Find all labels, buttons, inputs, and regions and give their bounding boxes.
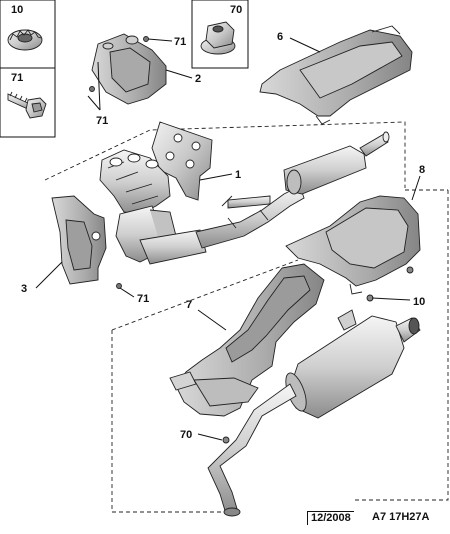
inset-box-71-bolt [0, 67, 56, 138]
bolt-icon [7, 91, 47, 119]
callout-71-left: 71 [96, 115, 108, 127]
nut-70-bottom [222, 436, 230, 444]
exhaust-manifold [99, 149, 171, 215]
screw-71-left [89, 86, 95, 92]
callout-6: 6 [277, 31, 283, 43]
callout-70-box: 70 [230, 4, 242, 16]
screw-71-bottom [116, 283, 122, 289]
reference-date: 12/2008 [307, 511, 354, 525]
callout-71-top: 71 [174, 36, 186, 48]
nut-10-right [366, 266, 414, 302]
callout-labels: 10 71 70 71 71 2 6 1 8 3 71 10 7 70 [11, 4, 425, 441]
callout-10-right: 10 [413, 296, 425, 308]
reference-code: A7 17H27A [372, 511, 430, 523]
callout-7: 7 [186, 299, 192, 311]
flange-nut-icon [200, 21, 236, 55]
part-1-gasket [151, 121, 213, 201]
callout-10-box: 10 [11, 4, 23, 16]
tail-pipe [207, 383, 297, 517]
rear-silencer [285, 309, 421, 419]
callout-2: 2 [195, 73, 201, 85]
part-8-heat-shield [285, 195, 421, 295]
part-2-manifold-heat-shield [91, 33, 167, 105]
callout-8: 8 [419, 164, 425, 176]
callout-3: 3 [21, 283, 27, 295]
serrated-nut-icon [7, 29, 43, 51]
callout-1: 1 [235, 169, 241, 181]
inset-box-10-nut [0, 0, 56, 69]
callout-70-bottom: 70 [180, 429, 192, 441]
callout-71-box: 71 [11, 72, 23, 84]
part-6-heat-shield [259, 25, 413, 125]
screw-71-top [143, 36, 149, 42]
part-7-tunnel-heat-shield [169, 263, 325, 417]
catalytic-converter [115, 205, 207, 265]
leader-lines [35, 37, 421, 441]
inset-box-70-flange-nut [191, 0, 249, 69]
callout-71-bottom: 71 [137, 293, 149, 305]
part-3-catalyst-heat-shield [51, 195, 107, 285]
assembly-dashed-outline [44, 121, 449, 513]
front-pipe-and-silencer [195, 131, 390, 249]
